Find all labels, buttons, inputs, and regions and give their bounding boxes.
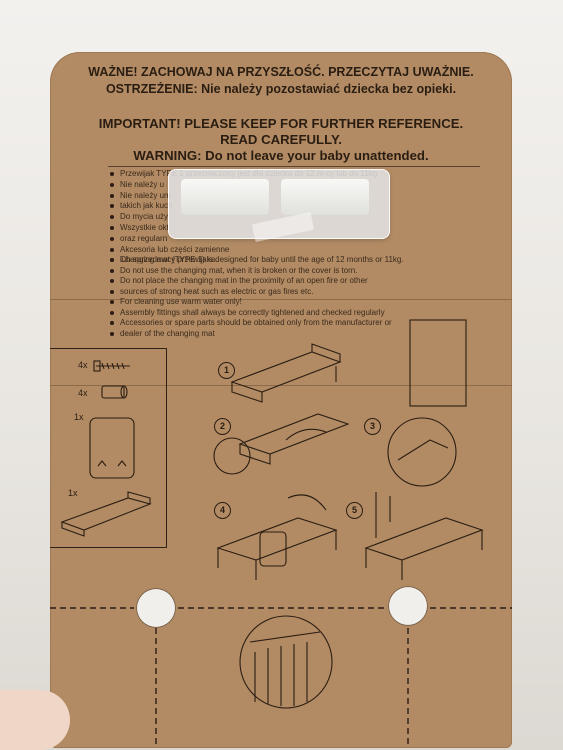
en-read-line: READ CAREFULLY.	[220, 132, 342, 147]
step3-drawing	[387, 417, 457, 487]
list-item: Do mycia uży	[110, 212, 470, 223]
list-item: Do not use the changing mat, when it is …	[110, 266, 470, 277]
hanging-hole-left	[136, 588, 176, 628]
fold-line	[50, 299, 512, 300]
hardware-roll	[181, 179, 269, 215]
list-item: oraz regularn	[110, 234, 470, 245]
sleeve-icon	[101, 385, 128, 399]
list-item: Akcesoria lub części zamienne	[110, 245, 470, 256]
step2-drawing	[213, 413, 350, 475]
thumb	[0, 690, 70, 750]
list-item: Changing mat (TYPE 1) is designed for ba…	[110, 255, 470, 266]
pl-warning-line: OSTRZEŻENIE: Nie należy pozostawiać dzie…	[105, 82, 457, 96]
sleeves-qty: 4x	[78, 388, 88, 398]
list-item: For cleaning use warm water only!	[110, 297, 470, 308]
list-item: sources of strong heat such as electric …	[110, 287, 470, 298]
parts-panel	[50, 348, 167, 548]
hardware-roll	[281, 179, 369, 215]
step5-drawing	[364, 492, 484, 580]
en-instructions-list: Changing mat (TYPE 1) is designed for ba…	[110, 255, 470, 339]
step-5-marker: 5	[346, 502, 363, 519]
mat-qty: 1x	[68, 488, 78, 498]
step-4-marker: 4	[214, 502, 231, 519]
en-warning-line: WARNING: Do not leave your baby unattend…	[133, 148, 429, 163]
list-item: Wszystkie okt	[110, 223, 470, 234]
step-1-marker: 1	[218, 362, 235, 379]
wall-plan-icon	[409, 319, 467, 407]
list-item: Accessories or spare parts should be obt…	[110, 318, 470, 329]
hanging-hole-right	[388, 586, 428, 626]
hardware-bag	[168, 169, 390, 243]
step1-drawing	[230, 343, 342, 403]
mat-icon	[60, 491, 152, 537]
cut-lines	[50, 607, 512, 748]
board-icon	[89, 417, 135, 479]
screw-icon	[93, 360, 130, 372]
list-item: Do not place the changing mat in the pro…	[110, 276, 470, 287]
step4-drawing	[216, 494, 338, 580]
header-divider	[108, 166, 480, 167]
step-2-marker: 2	[214, 418, 231, 435]
instruction-sheet: WAŻNE! ZACHOWAJ NA PRZYSZŁOŚĆ. PRZECZYTA…	[50, 52, 512, 748]
assembly-diagram	[50, 319, 512, 748]
step-3-marker: 3	[364, 418, 381, 435]
pl-important-line: WAŻNE! ZACHOWAJ NA PRZYSZŁOŚĆ. PRZECZYTA…	[88, 65, 474, 79]
list-item: Nie należy um	[110, 191, 470, 202]
crib-zoom-drawing	[239, 615, 333, 709]
fold-line-2	[50, 385, 512, 386]
list-item: Assembly fittings shall always be correc…	[110, 308, 470, 319]
list-item: takich jak kuch	[110, 201, 470, 212]
board-qty: 1x	[74, 412, 84, 422]
list-item: Nie należy u	[110, 180, 470, 191]
list-item: dealer of the changing mat	[110, 329, 470, 340]
en-important-line: IMPORTANT! PLEASE KEEP FOR FURTHER REFER…	[98, 116, 464, 131]
screws-qty: 4x	[78, 360, 88, 370]
